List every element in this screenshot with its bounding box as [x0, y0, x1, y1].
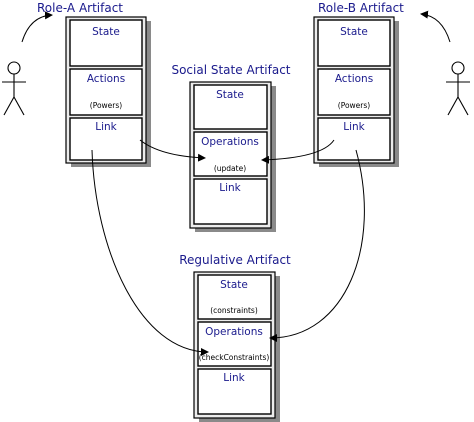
role-b-actions-note: (Powers): [338, 101, 371, 110]
regulative-link-box: [197, 368, 272, 415]
left-actor-to-role-a-arrow: [21, 11, 53, 43]
social-state-title: Social State Artifact: [171, 63, 290, 77]
right-actor-stick-figure-icon: [446, 61, 470, 116]
social-state-state-label: State: [216, 89, 244, 101]
social-state-artifact: Social State Artifact State Operations (…: [171, 63, 291, 232]
left-actor-stick-figure-icon: [2, 61, 26, 116]
role-b-state-label: State: [340, 26, 368, 38]
role-a-state-label: State: [92, 26, 120, 38]
role-a-link-label: Link: [95, 121, 117, 133]
regulative-operations-box: [197, 321, 272, 367]
role-b-link-to-operations-arrow: [261, 139, 335, 164]
role-b-artifact: Role-B Artifact State Actions (Powers) L…: [313, 1, 404, 167]
role-b-link-box: [317, 117, 391, 161]
role-b-actions-label: Actions: [335, 73, 373, 85]
role-a-link-to-regulative-arrow: [91, 149, 209, 356]
role-a-title: Role-A Artifact: [37, 1, 123, 15]
social-state-link-label: Link: [219, 182, 241, 194]
role-a-link-to-operations-arrow: [139, 139, 206, 162]
role-a-actions-box: [69, 68, 143, 116]
role-a-artifact: Role-A Artifact State Actions (Powers) L…: [37, 1, 151, 167]
right-actor-to-role-b-arrow: [420, 10, 451, 43]
regulative-artifact: Regulative Artifact State (constraints) …: [179, 253, 291, 422]
regulative-operations-note: (checkConstraints): [199, 353, 270, 362]
regulative-state-note: (constraints): [210, 306, 258, 315]
regulative-operations-label: Operations: [205, 326, 263, 338]
regulative-state-label: State: [220, 279, 248, 291]
role-a-actions-note: (Powers): [90, 101, 123, 110]
regulative-link-label: Link: [223, 372, 245, 384]
role-a-actions-label: Actions: [87, 73, 125, 85]
role-a-state-box: [69, 19, 143, 67]
social-state-operations-note: (update): [214, 164, 246, 173]
role-b-link-to-regulative-arrow: [269, 149, 365, 342]
role-a-link-box: [69, 117, 143, 161]
role-b-title: Role-B Artifact: [318, 1, 404, 15]
regulative-title: Regulative Artifact: [179, 253, 291, 267]
regulative-state-box: [197, 274, 272, 320]
social-state-state-box: [193, 84, 268, 130]
social-state-operations-label: Operations: [201, 136, 259, 148]
role-b-link-label: Link: [343, 121, 365, 133]
social-state-link-box: [193, 178, 268, 225]
social-state-operations-box: [193, 131, 268, 177]
role-b-state-box: [317, 19, 391, 67]
role-b-actions-box: [317, 68, 391, 116]
